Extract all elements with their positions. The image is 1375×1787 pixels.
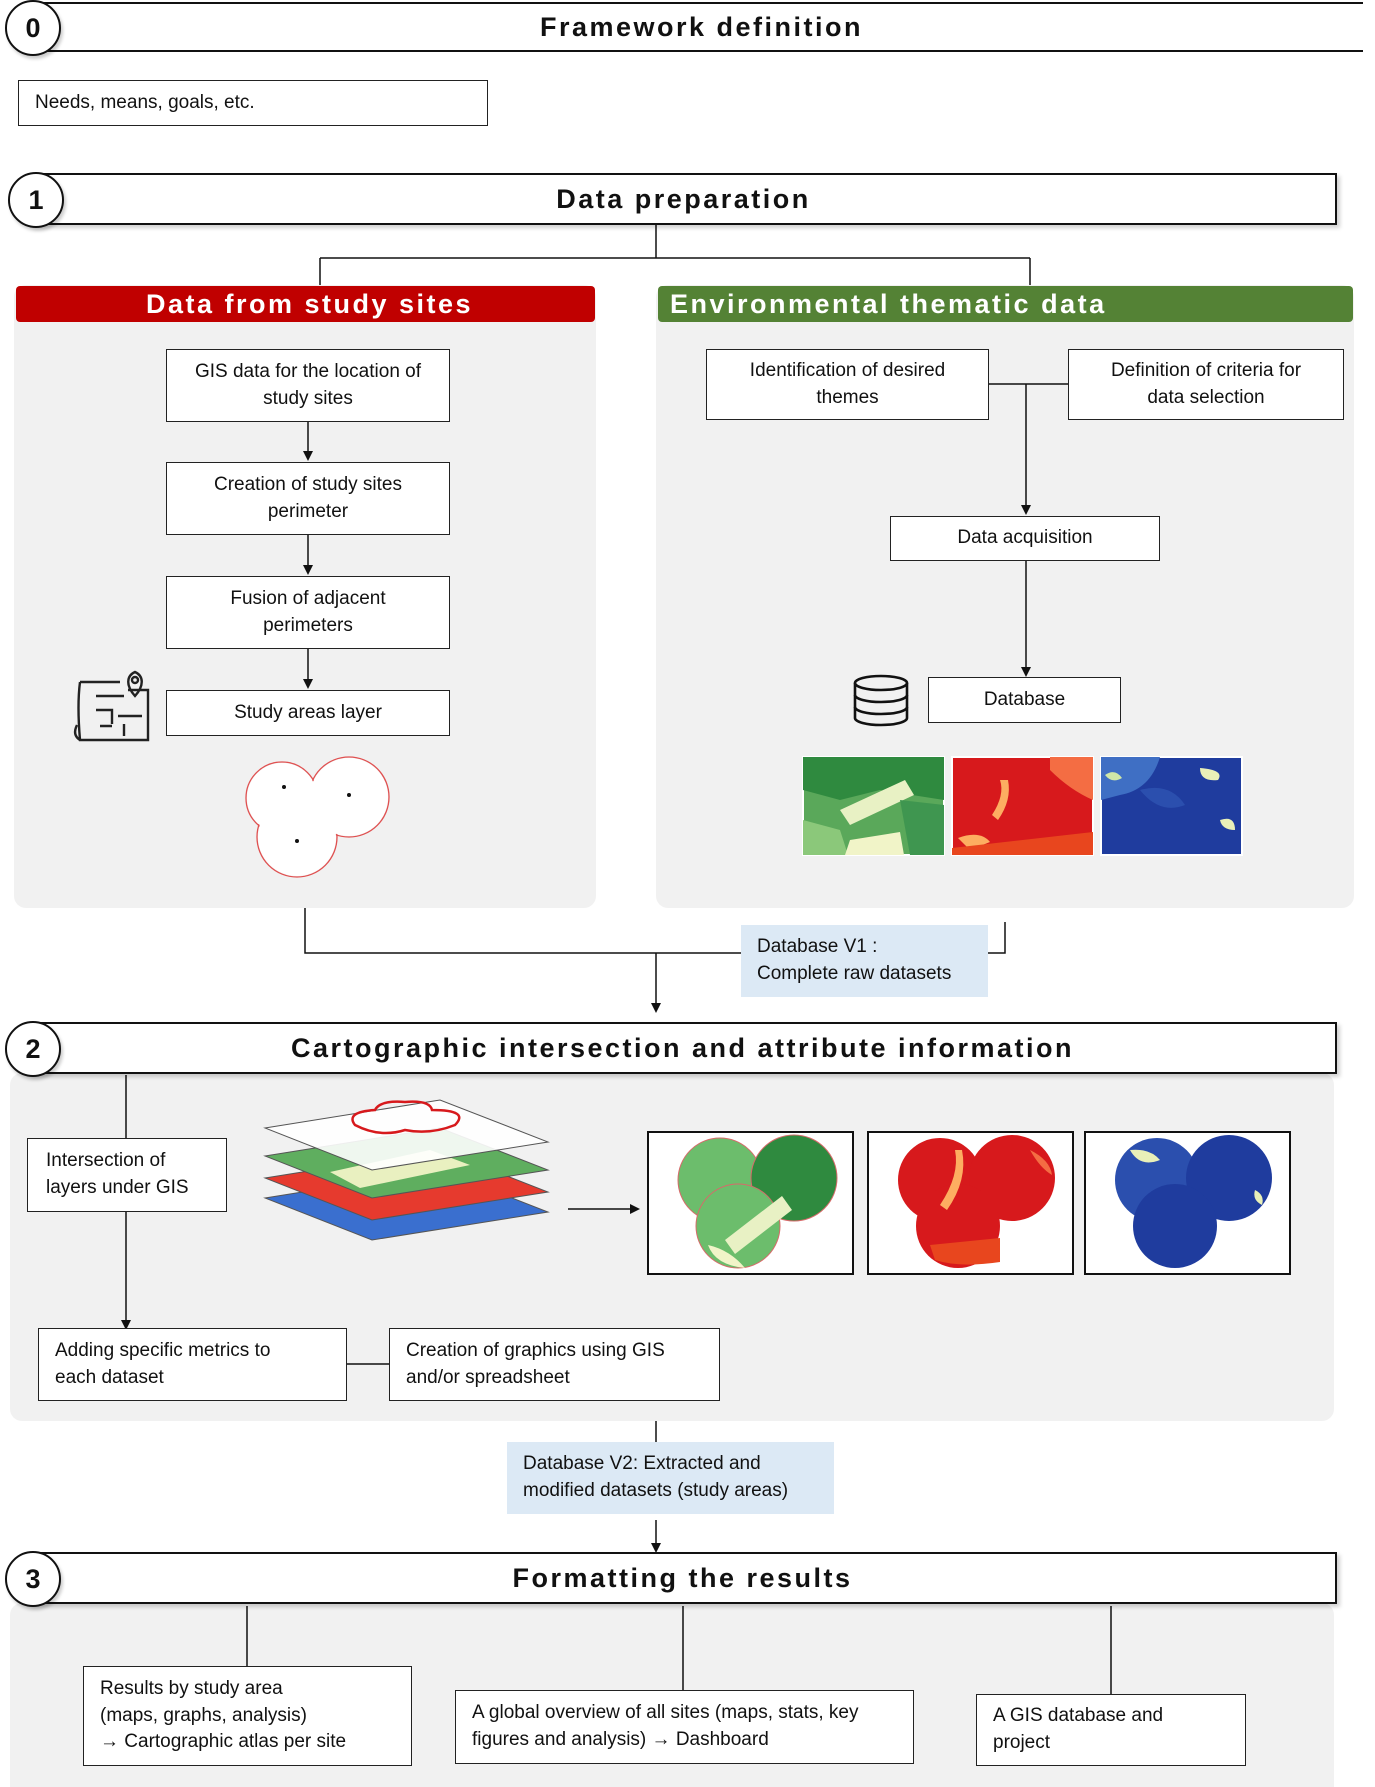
results-by-area-box: Results by study area (maps, graphs, ana… [83, 1666, 412, 1766]
step-1-header: Data preparation [30, 173, 1337, 225]
study-areas-layer-box: Study areas layer [166, 690, 450, 736]
needs-box: Needs, means, goals, etc. [18, 80, 488, 126]
global-overview-box: A global overview of all sites (maps, st… [455, 1690, 914, 1764]
study-sites-header: Data from study sites [16, 286, 595, 322]
red-clipped-map [867, 1131, 1074, 1275]
database-v2-text: Database V2: Extracted and modified data… [523, 1453, 789, 1501]
step-3-number: 3 [5, 1551, 61, 1607]
database-v1-text: Database V1 : Complete raw datasets [757, 936, 952, 984]
step-0-number: 0 [5, 0, 61, 56]
blue-thematic-map [1100, 756, 1243, 856]
database-box: Database [928, 677, 1121, 723]
database-v1-note: Database V1 : Complete raw datasets [741, 925, 988, 997]
gis-location-box: GIS data for the location of study sites [166, 349, 450, 422]
step-0-frame [28, 2, 1363, 52]
graphics-box: Creation of graphics using GIS and/or sp… [389, 1328, 720, 1401]
map-icon [73, 670, 150, 742]
step-1-number: 1 [8, 172, 64, 228]
gis-database-box: A GIS database and project [976, 1694, 1246, 1766]
themes-box: Identification of desired themes [706, 349, 989, 420]
database-icon [853, 674, 909, 727]
step-0-title: Framework definition [539, 11, 864, 42]
red-thematic-map [951, 756, 1094, 856]
perimeter-creation-box: Creation of study sites perimeter [166, 462, 450, 535]
environmental-header: Environmental thematic data [658, 286, 1353, 322]
step-2-number: 2 [5, 1021, 61, 1077]
data-acquisition-box: Data acquisition [890, 516, 1160, 561]
step-2-header: Cartographic intersection and attribute … [28, 1022, 1337, 1074]
criteria-box: Definition of criteria for data selectio… [1068, 349, 1344, 420]
database-v2-note: Database V2: Extracted and modified data… [507, 1442, 834, 1514]
green-clipped-map [647, 1131, 854, 1275]
step-3-header: Formatting the results [28, 1552, 1337, 1604]
metrics-box: Adding specific metrics to each dataset [38, 1328, 347, 1401]
stacked-layers-illustration [263, 1099, 550, 1241]
blue-clipped-map [1084, 1131, 1291, 1275]
intersection-box: Intersection of layers under GIS [27, 1138, 227, 1212]
perimeter-fusion-box: Fusion of adjacent perimeters [166, 576, 450, 649]
study-area-shape [245, 756, 390, 878]
green-thematic-map [802, 756, 945, 856]
